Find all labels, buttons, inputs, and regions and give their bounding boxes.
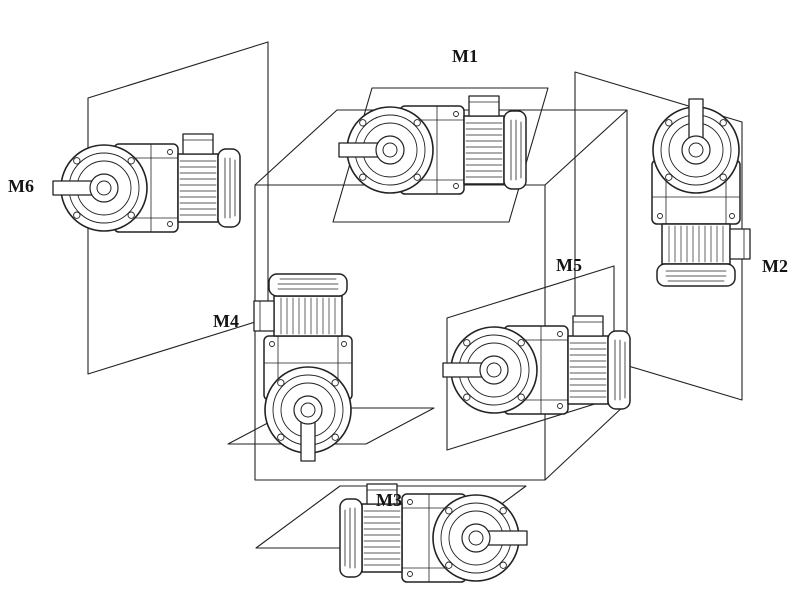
label-m1: M1 (452, 46, 478, 66)
gearmotor-m3 (339, 483, 528, 583)
label-m6: M6 (8, 176, 34, 196)
gearmotor-m2 (651, 98, 751, 287)
label-m2: M2 (762, 256, 788, 276)
label-m3: M3 (376, 490, 402, 510)
gearmotor-m1 (338, 95, 527, 195)
cube-right-face (544, 110, 628, 481)
position-labels: M1 M2 M3 M4 M5 M6 (8, 46, 788, 510)
mounting-plane-m2 (574, 71, 743, 401)
label-m5: M5 (556, 255, 582, 275)
gearmotor-m5 (442, 315, 631, 415)
gearmotor-m6 (52, 133, 241, 233)
gearmotor-m4 (253, 273, 353, 462)
label-m4: M4 (213, 311, 239, 331)
